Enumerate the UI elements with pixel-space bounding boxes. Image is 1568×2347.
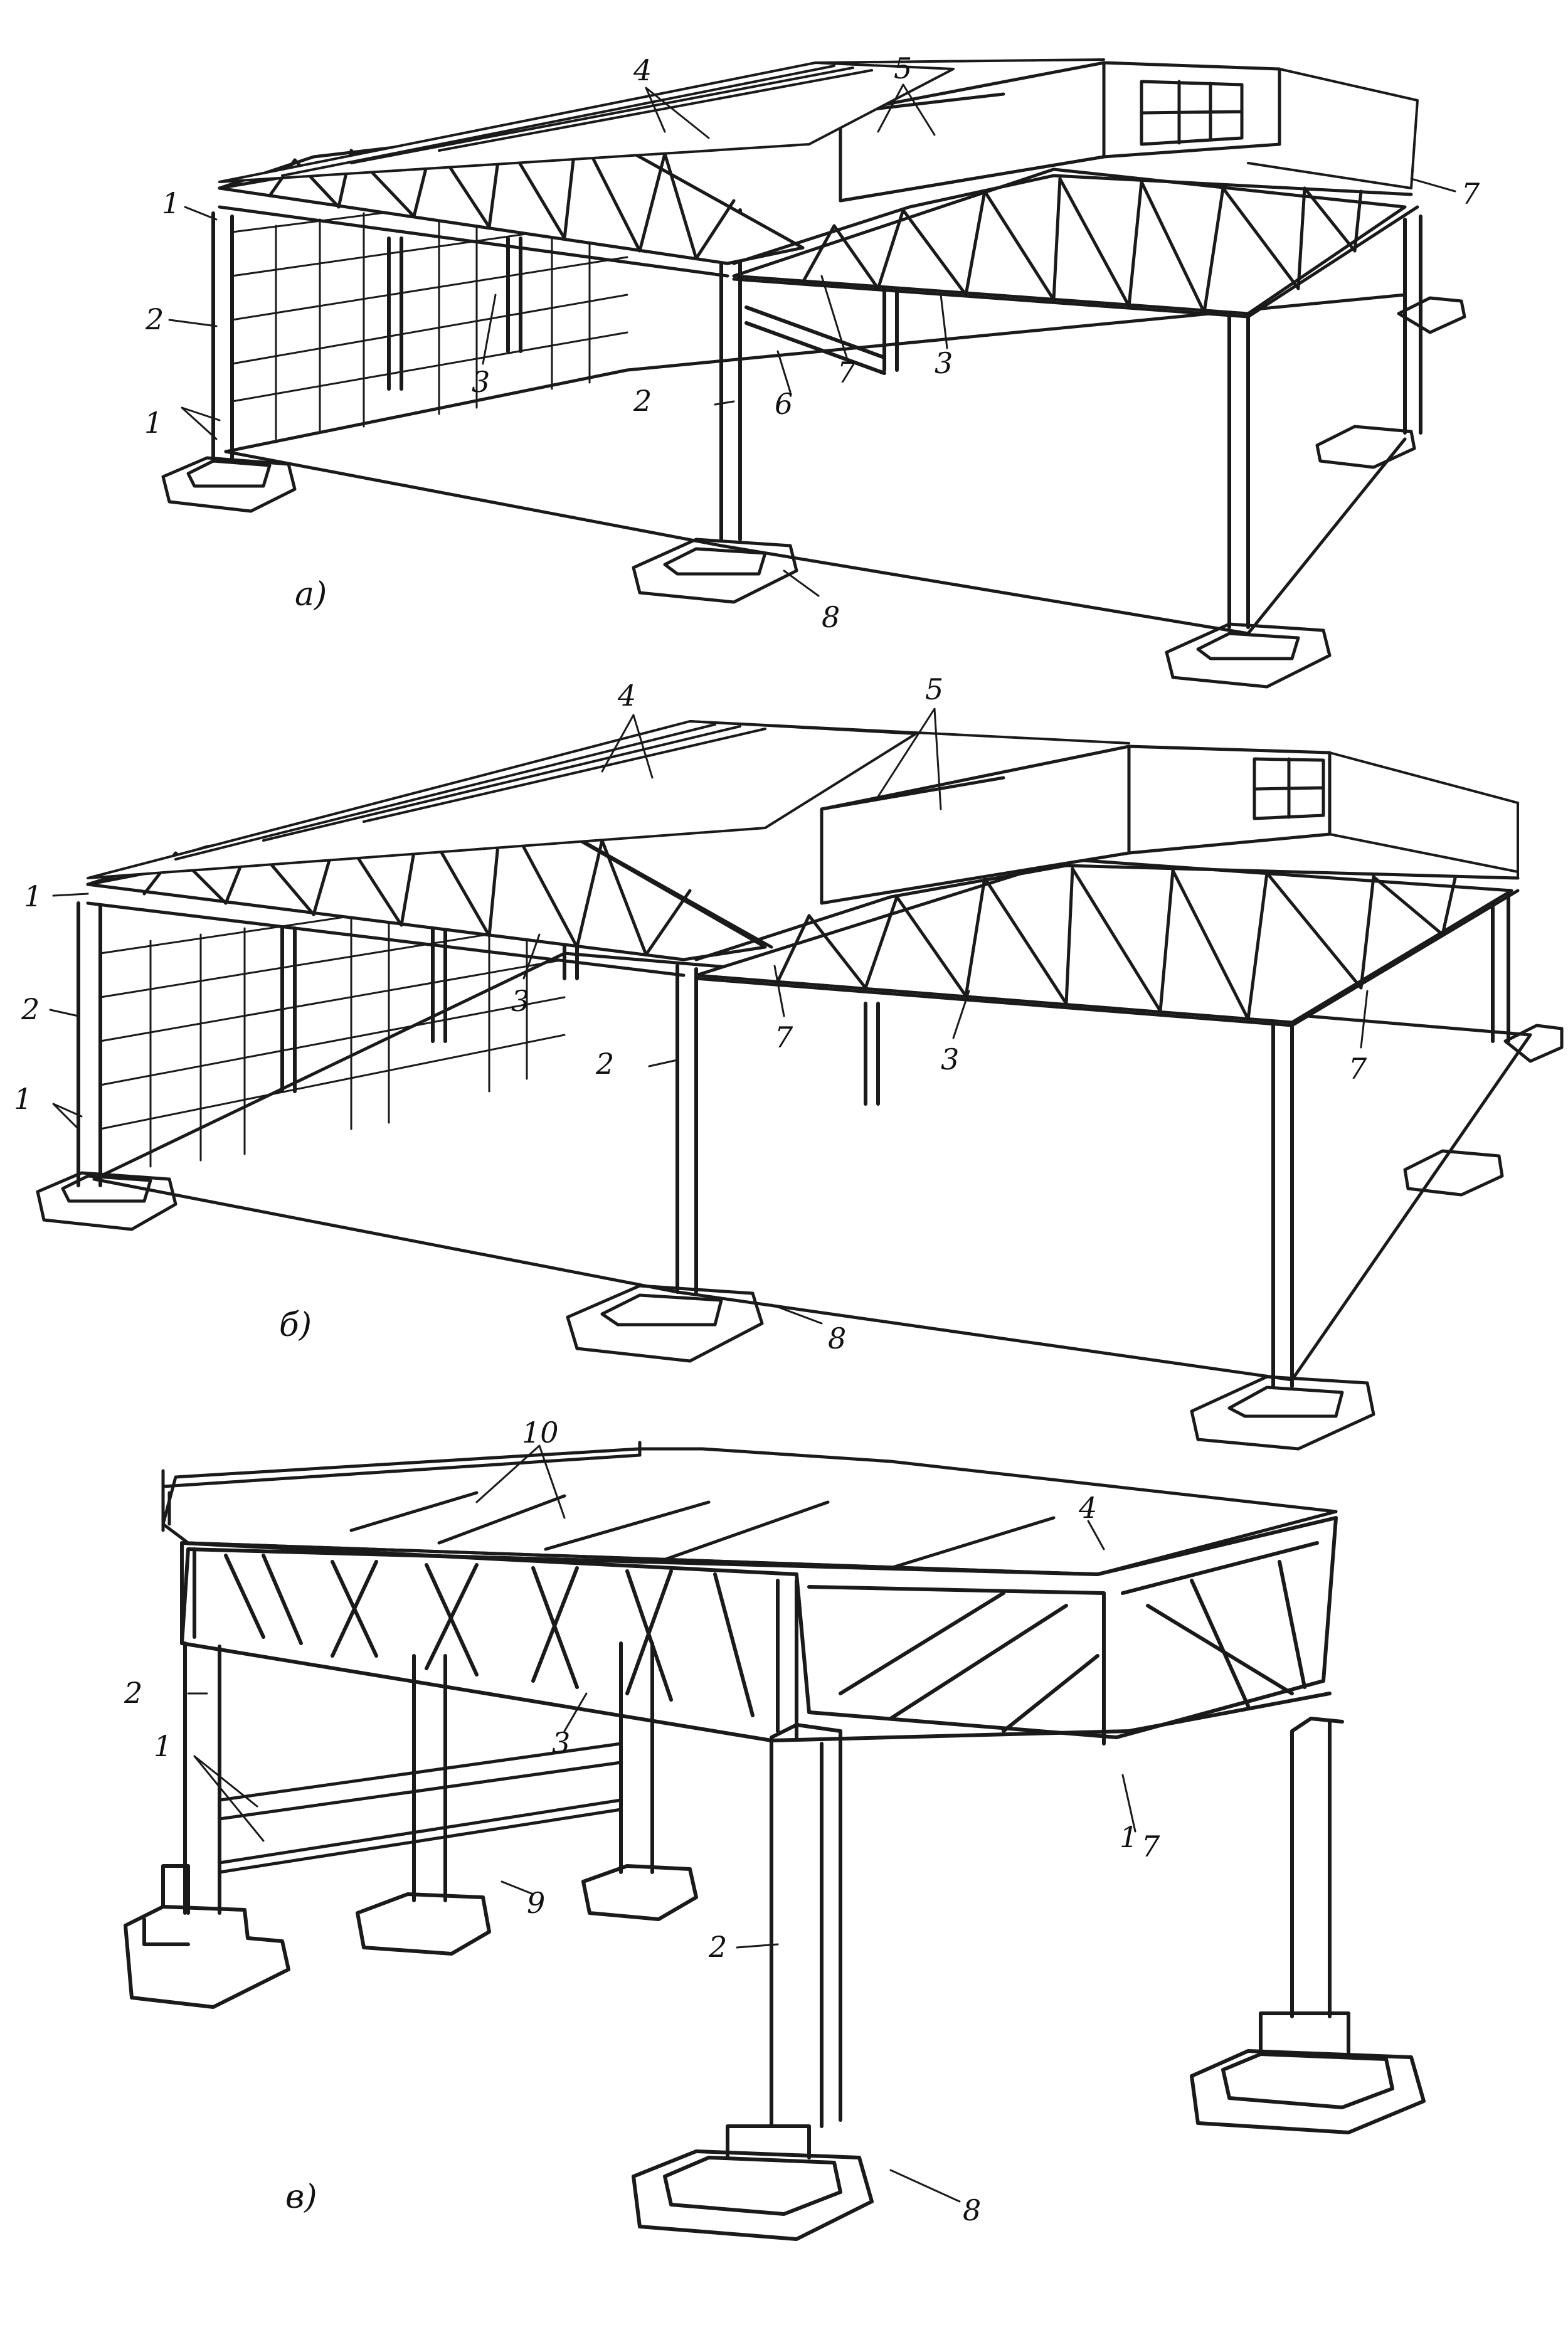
panel-a-label-4: 4 (633, 53, 652, 87)
panel-b: 1 1 2 2 3 3 4 5 7 7 8 б) (14, 672, 1564, 1451)
panel-b-label-1-top: 1 (24, 879, 42, 913)
panel-b-caption: б) (279, 1306, 312, 1344)
panel-c-label-7: 7 (1142, 1830, 1160, 1863)
panel-a-roof (218, 58, 1419, 189)
panel-c-label-1-truss: 1 (1120, 1820, 1138, 1854)
panel-a-rear-floor (224, 293, 1407, 453)
panel-c-label-10: 10 (522, 1416, 559, 1449)
panel-b-label-7-mid: 7 (775, 1020, 793, 1054)
panel-b-labels: 1 1 2 2 3 3 4 5 7 7 8 б) (14, 672, 1367, 1355)
panel-a-floor-edge (224, 437, 1407, 635)
panel-a: 1 1 2 2 3 3 4 5 6 7 7 8 а) (144, 51, 1480, 689)
panel-a-labels: 1 1 2 2 3 3 4 5 6 7 7 8 а) (144, 51, 1480, 634)
panel-a-label-1-bottom: 1 (144, 406, 162, 440)
panel-c-wall-beam (218, 1742, 623, 1874)
panel-a-leaders (168, 83, 1456, 597)
panel-a-label-3-right: 3 (935, 346, 953, 380)
panel-c-roof (161, 1441, 1338, 1576)
panel-c: 1 1 2 2 3 4 7 8 9 10 в) (124, 1416, 1426, 2241)
panel-a-foundations (161, 296, 1466, 689)
panel-b-floor-edge (92, 1033, 1532, 1382)
panel-c-truss (180, 1516, 1338, 1746)
panel-b-label-3-right: 3 (941, 1042, 959, 1076)
panel-b-label-3-left: 3 (511, 984, 529, 1018)
panel-c-columns (183, 1641, 1344, 2128)
panel-b-label-7-right: 7 (1348, 1052, 1367, 1086)
panel-c-parapet (161, 1441, 642, 1532)
panel-c-label-8: 8 (963, 2193, 981, 2227)
panel-a-label-2-mid: 2 (633, 384, 652, 418)
panel-c-drawing (124, 1441, 1426, 2241)
panel-c-label-9: 9 (527, 1886, 545, 1920)
panel-b-label-4: 4 (617, 679, 636, 713)
panel-b-leaders (49, 707, 1369, 1325)
panel-a-right-truss (732, 167, 1419, 319)
panel-a-label-6: 6 (775, 387, 793, 421)
panel-c-foundations (124, 1864, 1426, 2241)
panel-b-drawing (36, 720, 1564, 1451)
panel-c-caption: в) (285, 2178, 317, 2216)
panel-b-label-2-mid: 2 (595, 1047, 614, 1081)
panel-a-label-2-left: 2 (145, 302, 164, 336)
panel-b-label-2-left: 2 (21, 992, 40, 1026)
panel-c-label-2-left: 2 (124, 1676, 142, 1710)
panel-c-leaders (187, 1444, 1136, 2203)
panel-b-lantern (820, 744, 1332, 905)
panel-b-label-5: 5 (925, 672, 943, 706)
panel-c-label-1-wall: 1 (154, 1729, 172, 1763)
panel-c-label-4: 4 (1078, 1491, 1097, 1525)
panel-b-wall-glazing (99, 883, 566, 1168)
panel-a-caption: а) (295, 576, 327, 613)
panel-b-label-8: 8 (828, 1322, 846, 1355)
panel-a-lantern (839, 61, 1281, 203)
panel-b-right-truss (694, 857, 1520, 1027)
panel-b-roof (87, 720, 1519, 879)
panel-b-label-1-bottom: 1 (14, 1082, 32, 1116)
panel-a-label-7-right: 7 (1461, 177, 1480, 211)
panel-a-label-1-top: 1 (162, 186, 180, 220)
panel-a-label-5: 5 (894, 51, 912, 85)
panel-a-label-8: 8 (822, 600, 840, 634)
panel-c-labels: 1 1 2 2 3 4 7 8 9 10 в) (124, 1416, 1160, 2227)
panel-a-drawing (161, 58, 1466, 689)
panel-c-label-3: 3 (552, 1726, 570, 1760)
panel-a-label-3-left: 3 (472, 365, 490, 399)
panel-a-label-7-mid: 7 (837, 356, 856, 389)
panel-b-foundations (36, 1024, 1564, 1451)
panel-c-label-2-center: 2 (708, 1930, 727, 1964)
panel-a-crane-beam (744, 305, 886, 375)
